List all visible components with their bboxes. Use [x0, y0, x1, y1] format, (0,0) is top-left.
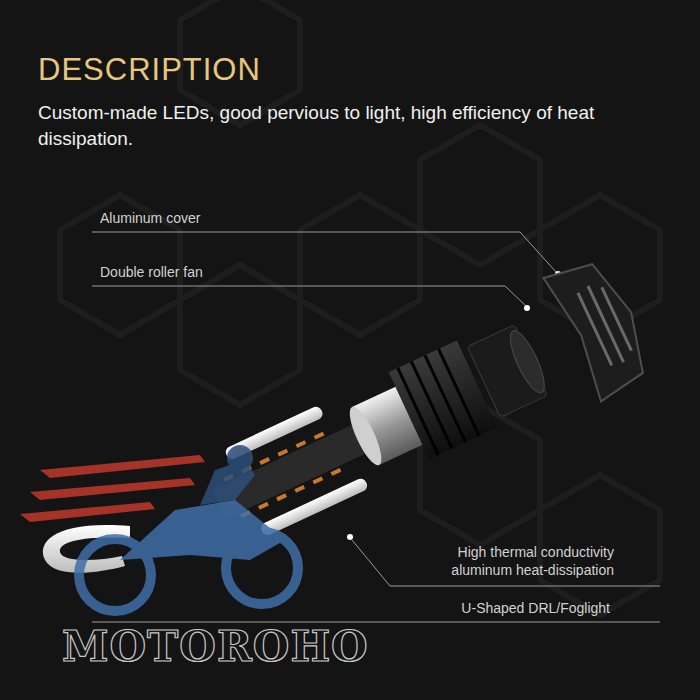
part-label: High thermal conductivity aluminum heat-… [424, 543, 614, 579]
leader-lines [92, 232, 660, 622]
led-bulb [190, 251, 660, 567]
logo-motorcycle [20, 445, 298, 611]
description-text: Custom-made LEDs, good pervious to light… [38, 100, 668, 152]
part-label: U-Shaped DRL/Foglight [461, 599, 610, 617]
watermark: MOTOROHO [62, 622, 369, 671]
hex-pattern [60, 0, 660, 615]
part-label: Double roller fan [100, 263, 203, 281]
heading: DESCRIPTION [38, 52, 261, 88]
part-label: Aluminum cover [100, 209, 200, 227]
